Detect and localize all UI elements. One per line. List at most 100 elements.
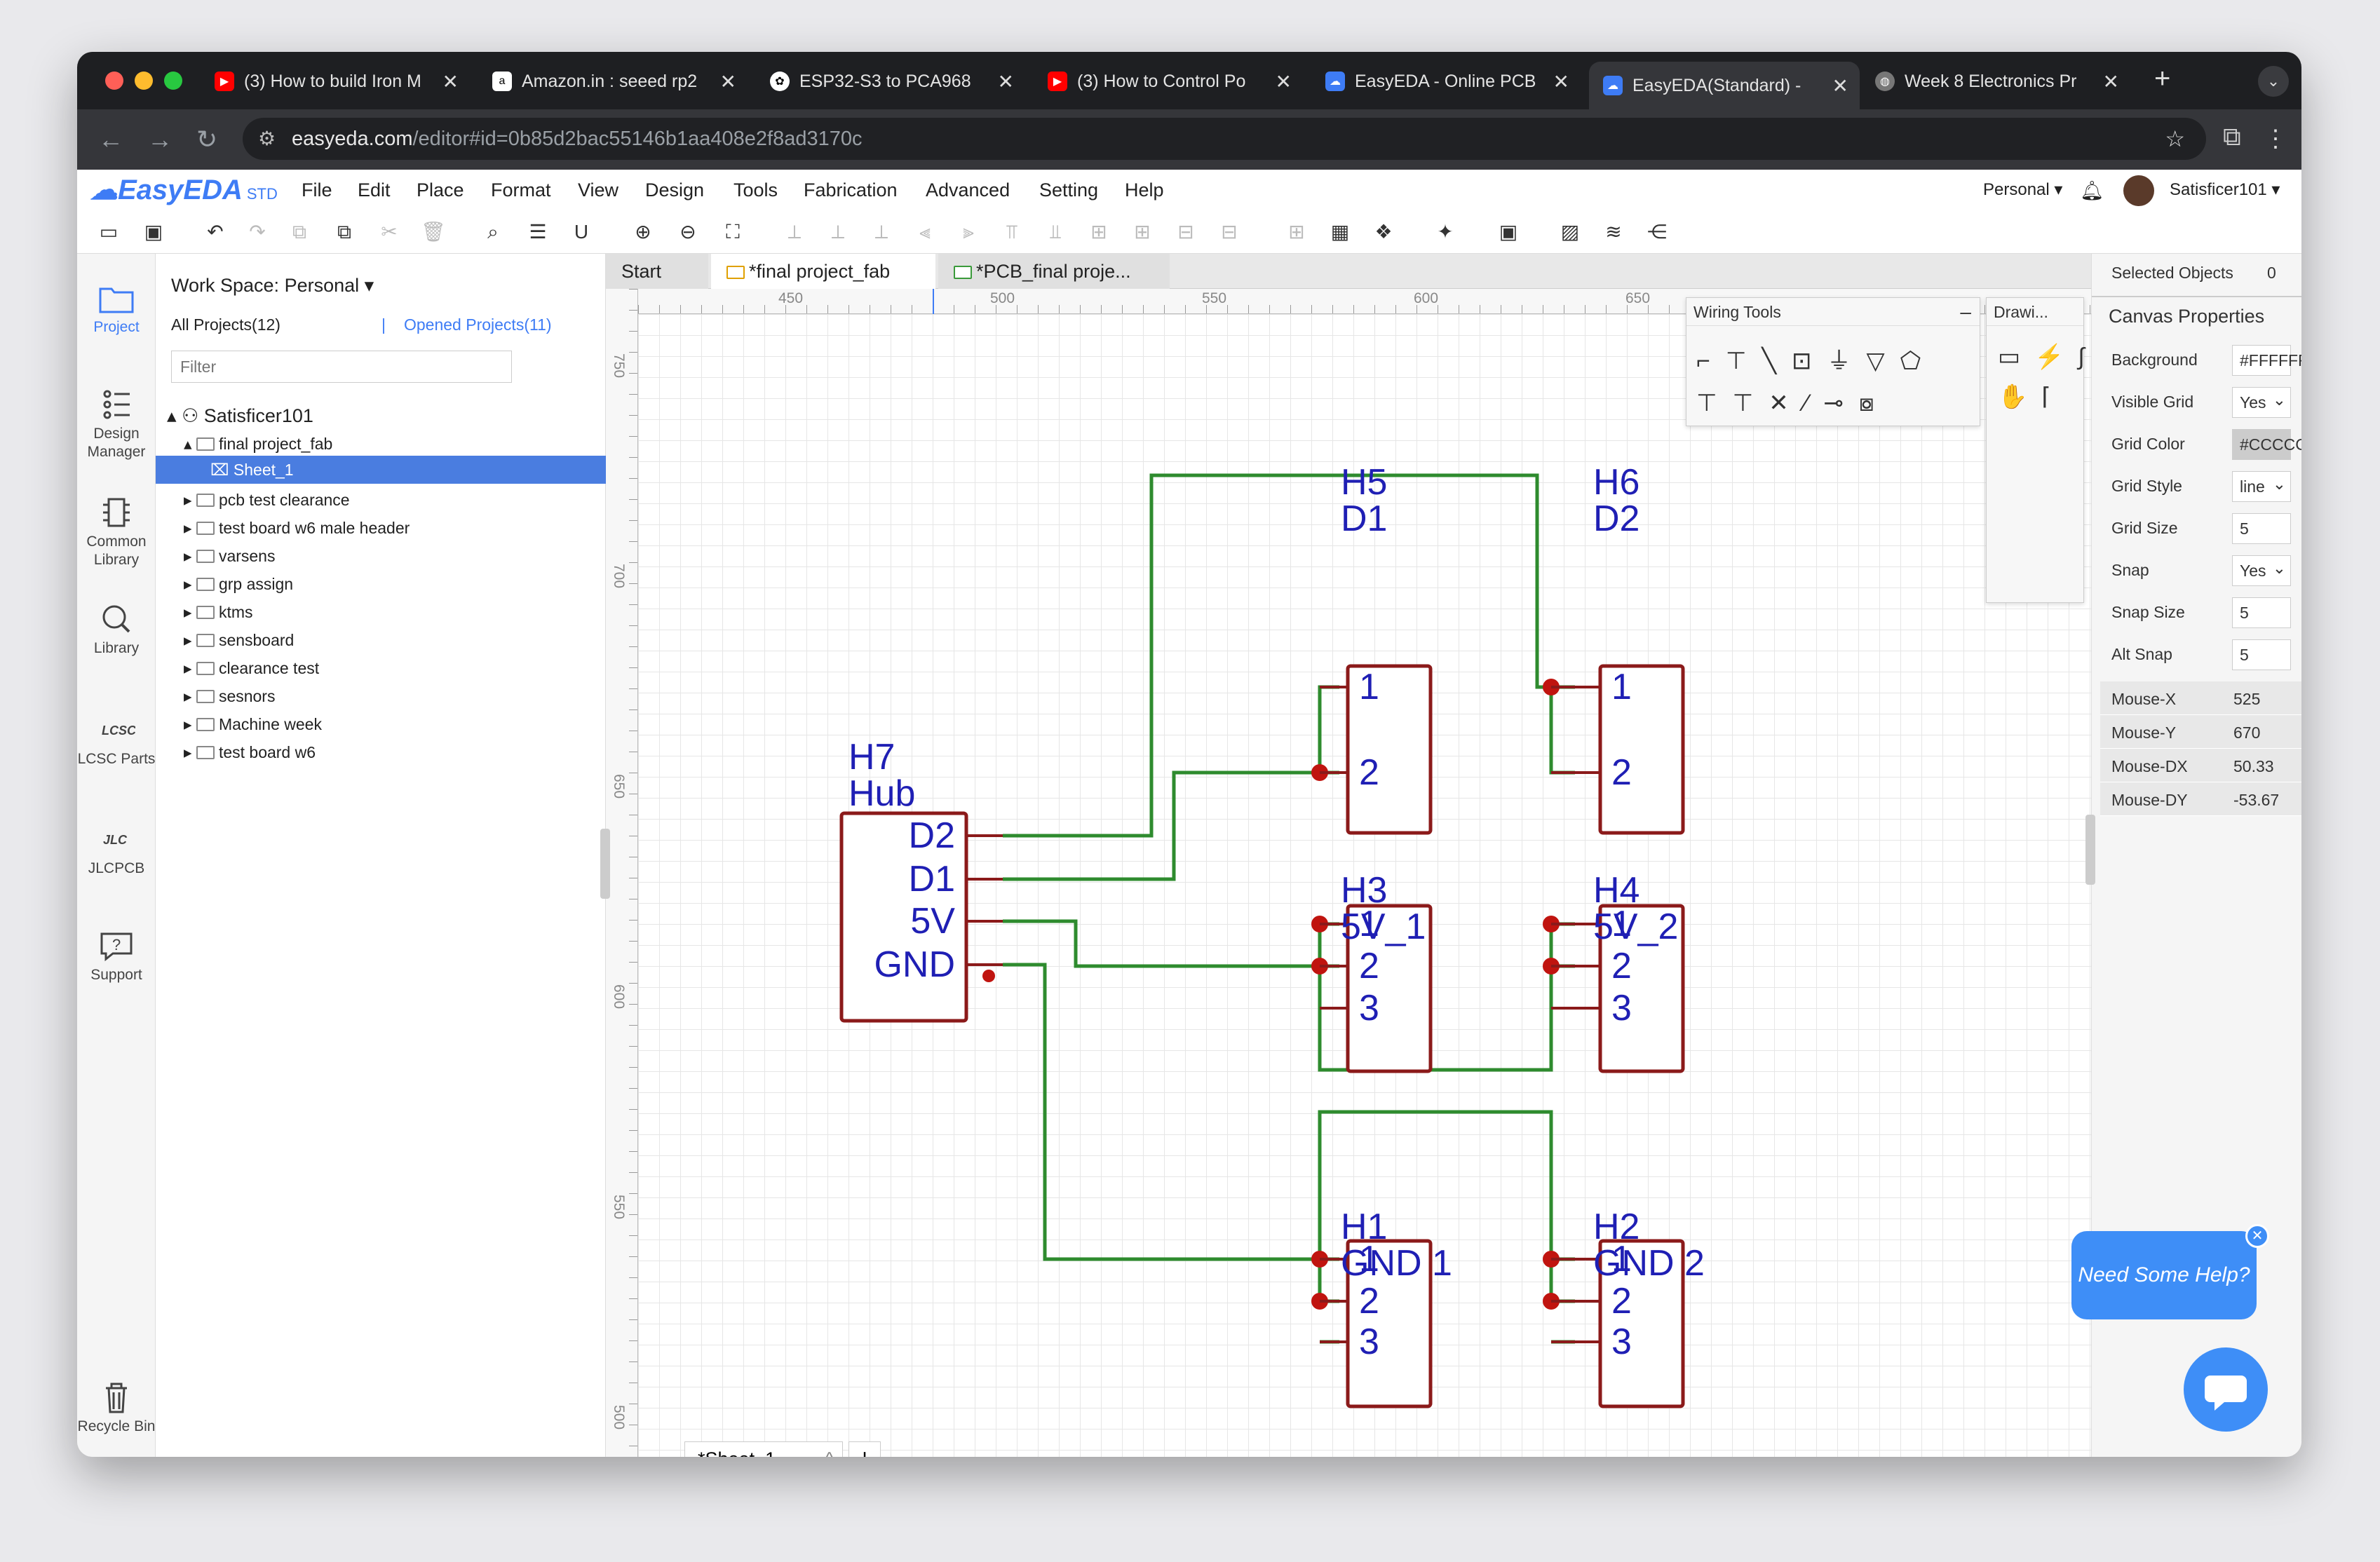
tree-project[interactable]: ▸ grp assign (184, 575, 294, 593)
hand-icon[interactable]: ✋ (1998, 383, 2042, 410)
property-value-field[interactable]: 5 (2232, 513, 2291, 544)
new-tab-button[interactable]: + (2154, 63, 2171, 94)
browser-tab-1[interactable]: ▶ (3) How to build Iron M✕ (215, 62, 470, 101)
align-icon[interactable]: ⟂ (874, 221, 888, 243)
menu-setting[interactable]: Setting (1039, 179, 1099, 201)
nav-lcsc-parts[interactable]: LCSC LCSC Parts (77, 712, 156, 768)
tree-project[interactable]: ▸ pcb test clearance (184, 491, 350, 509)
part-h5[interactable] (1346, 664, 1433, 835)
line-tool-icon[interactable]: ╲ (1762, 348, 1792, 374)
tree-project[interactable]: ▸ varsens (184, 547, 276, 565)
nav-support[interactable]: ? Support (77, 928, 156, 984)
nav-library[interactable]: Library (77, 602, 156, 658)
drc-icon[interactable]: ✦ (1437, 221, 1454, 243)
opened-projects-link[interactable]: Opened Projects(11) (404, 315, 552, 334)
chat-button[interactable] (2184, 1347, 2268, 1432)
browser-tab-2[interactable]: a Amazon.in : seeed rp2✕ (492, 62, 748, 101)
browser-tab-4[interactable]: ▶ (3) How to Control Po✕ (1048, 62, 1303, 101)
menu-edit[interactable]: Edit (358, 179, 391, 201)
tree-user-root[interactable]: ▴ ⚇ Satisficer101 (167, 405, 313, 426)
zoom-out-icon[interactable]: ⊖ (679, 221, 696, 243)
align-right-icon[interactable]: ⫸ (963, 221, 974, 243)
add-sheet-button[interactable]: + (848, 1441, 881, 1457)
filter-input[interactable] (171, 351, 512, 383)
close-tab-icon[interactable]: ✕ (719, 70, 736, 93)
copy-icon[interactable]: ⧉ (292, 221, 306, 243)
sheet-tab[interactable]: *Sheet_1^ (684, 1441, 843, 1457)
plus5v-icon[interactable]: ⊤ (1732, 390, 1769, 416)
cut-icon[interactable]: ✂ (381, 221, 398, 243)
nav-project[interactable]: Project (77, 280, 156, 337)
tree-project[interactable]: ▸ sensboard (184, 631, 295, 649)
tab-pcb-final-project[interactable]: *PCB_final proje... (938, 254, 1170, 289)
align-top-icon[interactable]: ⫪ (1006, 221, 1017, 243)
browser-tab-6-active[interactable]: ☁ EasyEDA(Standard) -✕ (1589, 62, 1860, 109)
distribute-icon[interactable]: ⊟ (1221, 221, 1238, 243)
bell-icon[interactable]: 🔔︎ (2080, 180, 2104, 201)
menu-view[interactable]: View (578, 179, 619, 201)
table-icon[interactable]: ▭ (1998, 344, 2035, 370)
distribute-icon[interactable]: ⊞ (1134, 221, 1151, 243)
nav-common-library[interactable]: Common Library (77, 495, 156, 569)
dropdown-chevron-icon[interactable]: ⌄ (2272, 475, 2286, 493)
property-value-field[interactable]: 5 (2232, 639, 2291, 670)
nav-recycle-bin[interactable]: Recycle Bin (77, 1380, 156, 1436)
align-bottom-icon[interactable]: ⫫ (1050, 221, 1061, 243)
tab-final-project-fab[interactable]: *final project_fab (711, 254, 935, 289)
annotate-icon[interactable]: U (574, 221, 589, 243)
tab-start[interactable]: Start (606, 254, 708, 289)
undo-icon[interactable]: ↶ (207, 221, 224, 243)
close-tab-icon[interactable]: ✕ (1832, 74, 1848, 97)
probe-icon[interactable]: ⁄ (1804, 390, 1824, 416)
menu-advanced[interactable]: Advanced (926, 179, 1010, 201)
bus-tool-icon[interactable]: ⊤ (1725, 348, 1762, 374)
left-panel-toggle[interactable] (600, 829, 610, 899)
part-h3[interactable] (1346, 904, 1433, 1073)
tree-project-final-project-fab[interactable]: ▴ final project_fab (184, 435, 333, 453)
close-tab-icon[interactable]: ✕ (1553, 70, 1569, 93)
tree-project[interactable]: ▸ clearance test (184, 659, 320, 677)
menu-file[interactable]: File (302, 179, 332, 201)
close-window-button[interactable] (105, 72, 123, 90)
tree-project[interactable]: ▸ Machine week (184, 715, 322, 733)
layers-stack-icon[interactable]: ≋ (1605, 221, 1622, 243)
layers-icon[interactable]: ❖ (1374, 221, 1393, 243)
part-h6[interactable] (1598, 664, 1685, 835)
browser-tab-7[interactable]: ◍ Week 8 Electronics Pr✕ (1875, 62, 2130, 101)
collapse-icon[interactable]: – (1960, 301, 1971, 322)
netport-icon[interactable]: ⬠ (1900, 348, 1937, 374)
close-tab-icon[interactable]: ✕ (997, 70, 1014, 93)
board-icon[interactable]: ▣ (1499, 221, 1518, 243)
all-projects-link[interactable]: All Projects(12) (171, 315, 280, 334)
open-folder-icon[interactable]: ▭ (99, 221, 119, 243)
help-bubble[interactable]: Need Some Help? (2071, 1231, 2257, 1319)
browser-tab-5[interactable]: ☁ EasyEDA - Online PCB✕ (1325, 62, 1581, 101)
fit-view-icon[interactable]: ⛶ (726, 221, 740, 243)
menu-tools[interactable]: Tools (733, 179, 778, 201)
close-tab-icon[interactable]: ✕ (1275, 70, 1292, 93)
tab-search-chevron-icon[interactable]: ⌄ (2258, 66, 2289, 97)
find-replace-icon[interactable]: ☰ (529, 221, 547, 243)
no-connect-icon[interactable]: ✕ (1769, 390, 1804, 416)
part-h2[interactable] (1598, 1239, 1685, 1408)
url-field[interactable]: ⚙ easyeda.com/editor#id=0b85d2bac55146b1… (243, 118, 2206, 160)
close-tab-icon[interactable]: ✕ (442, 70, 459, 93)
menu-place[interactable]: Place (417, 179, 464, 201)
tree-sheet-selected[interactable]: ⌧ Sheet_1 (156, 456, 606, 484)
back-arrow-icon[interactable]: ← (98, 125, 123, 154)
minimize-window-button[interactable] (135, 72, 153, 90)
account-dropdown[interactable]: Personal ▾ (1983, 180, 2063, 199)
property-value-field[interactable]: Yes⌄ (2232, 555, 2291, 586)
browser-menu-icon[interactable]: ⋮ (2264, 125, 2287, 152)
distribute-icon[interactable]: ⊟ (1177, 221, 1194, 243)
netflag-icon[interactable]: ▽ (1866, 348, 1900, 374)
net-label-icon[interactable]: ⊡ (1791, 348, 1827, 374)
align-left-icon[interactable]: ⫷ (919, 221, 931, 243)
pin-icon[interactable]: ⊸ (1823, 390, 1859, 416)
grid-icon[interactable]: ⊞ (1288, 221, 1305, 243)
bom-icon[interactable]: ▦ (1330, 221, 1350, 243)
part-h4[interactable] (1598, 904, 1685, 1073)
tree-project[interactable]: ▸ ktms (184, 603, 253, 621)
align-icon[interactable]: ⟂ (787, 221, 802, 243)
